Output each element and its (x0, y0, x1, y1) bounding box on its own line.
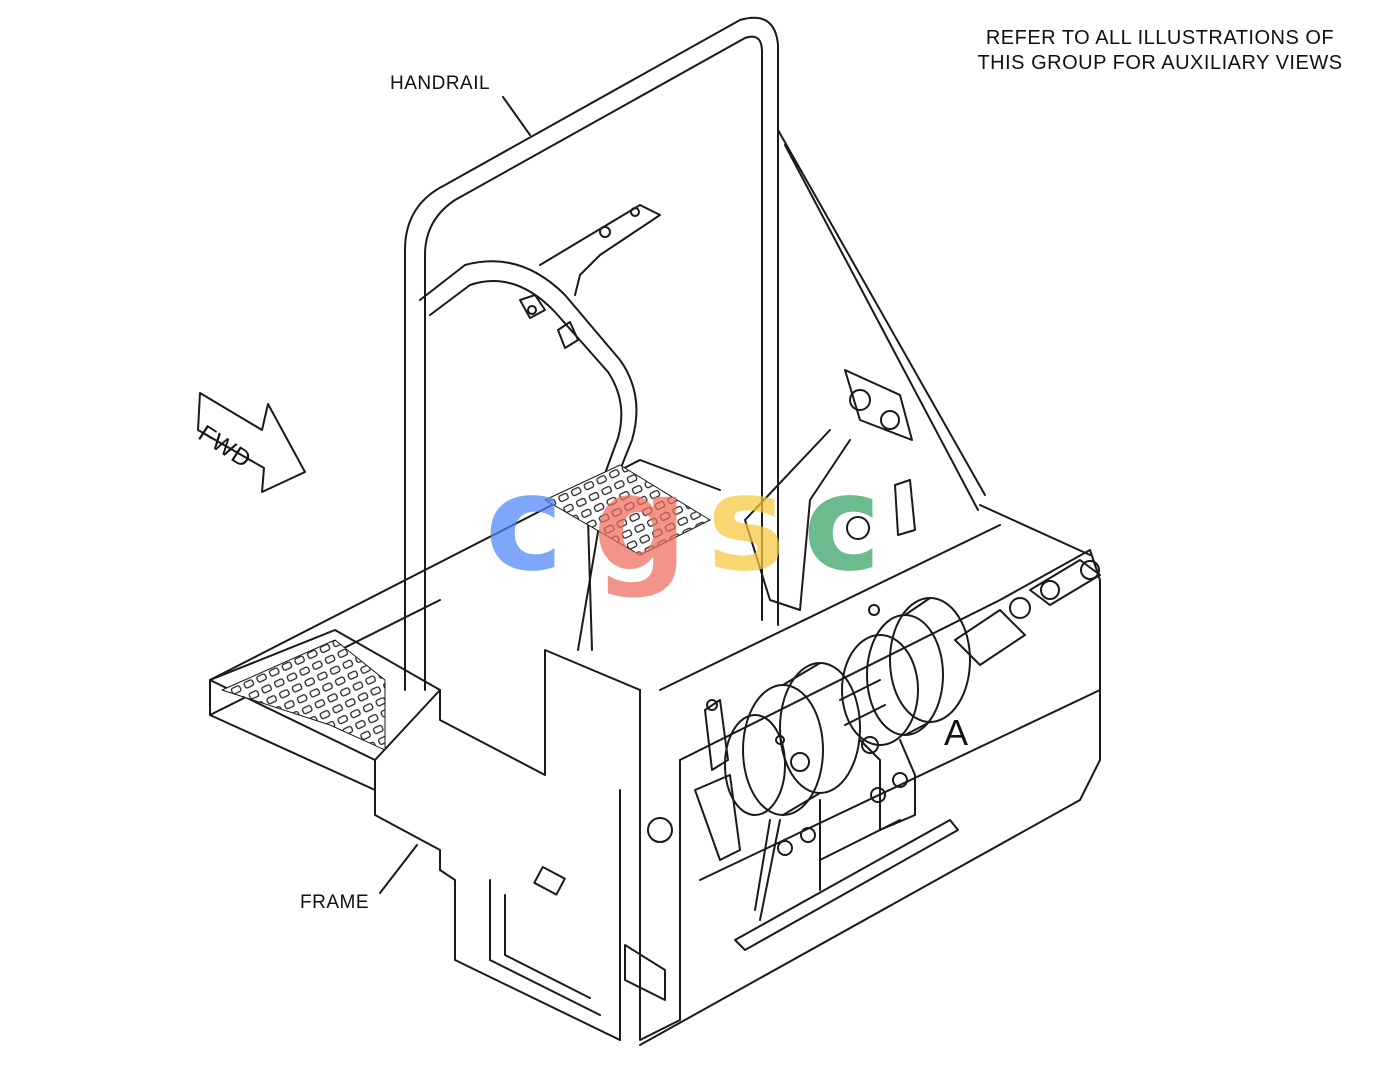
reference-note: REFER TO ALL ILLUSTRATIONS OF THIS GROUP… (930, 26, 1382, 76)
upper-bracket (519, 204, 661, 349)
handrail-leader-line (502, 96, 531, 136)
forward-arrow-icon (197, 392, 306, 493)
frame (209, 459, 1101, 1046)
frame-leader-line (379, 844, 418, 894)
view-a-label: A (944, 712, 969, 753)
watermark-letter-1: c (485, 447, 564, 601)
frame-label: FRAME (300, 892, 369, 913)
watermark-letter-2: g (593, 447, 688, 601)
watermark-logo: c g s c (485, 458, 905, 590)
step-tread-lower (221, 639, 386, 751)
reference-note-line-2: THIS GROUP FOR AUXILIARY VIEWS (977, 52, 1343, 74)
watermark-letter-4: c (803, 447, 882, 601)
handrail-label: HANDRAIL (390, 73, 491, 94)
step-tread-upper (544, 464, 711, 556)
reference-note-line-1: REFER TO ALL ILLUSTRATIONS OF (985, 27, 1335, 49)
motor-assembly (647, 559, 1101, 921)
handrail (404, 16, 986, 691)
pivot-clevis (744, 369, 916, 611)
watermark-letter-3: s (707, 447, 786, 601)
